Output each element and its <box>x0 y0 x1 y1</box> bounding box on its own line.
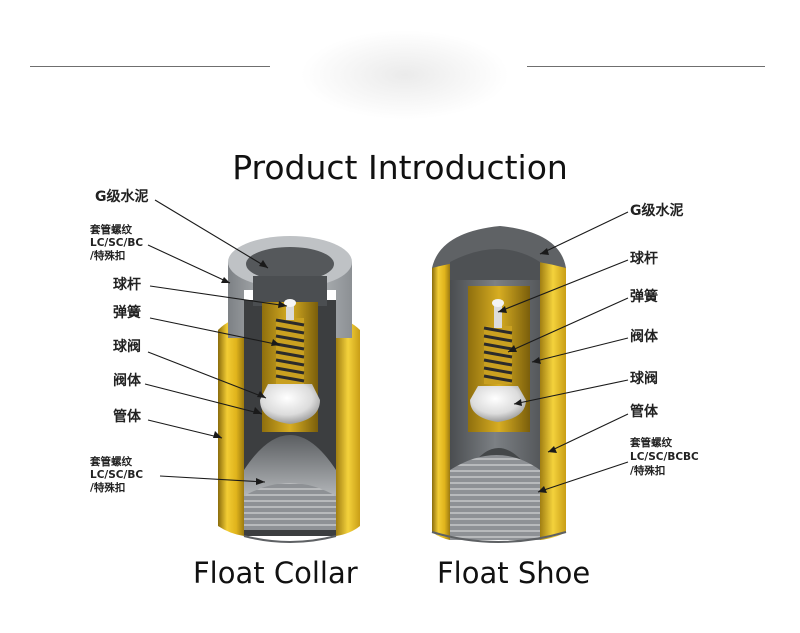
collar-label-spring: 弹簧 <box>113 305 141 321</box>
shoe-leader-arrows <box>498 248 557 493</box>
shoe-tube-right <box>540 256 566 540</box>
collar-leader-arrows <box>213 260 287 485</box>
collar-ball-rod <box>286 304 294 320</box>
shoe-label-thread-3: /特殊扣 <box>630 465 666 477</box>
collar-cone <box>244 435 336 500</box>
faded-logo-area <box>300 30 510 120</box>
collar-ball-valve <box>260 384 320 424</box>
shoe-label-tube-body: 管体 <box>630 404 658 420</box>
collar-tube-left <box>218 318 244 536</box>
shoe-label-thread-2: LC/SC/BCBC <box>630 451 699 463</box>
collar-label-cement: G级水泥 <box>95 189 149 205</box>
shoe-label-thread-1: 套管螺纹 <box>630 437 672 449</box>
shoe-bottom-thread <box>450 455 540 540</box>
shoe-ball-valve <box>470 386 526 422</box>
collar-spring <box>275 318 305 384</box>
page-title: Product Introduction <box>232 148 568 187</box>
shoe-label-cement: G级水泥 <box>630 203 684 219</box>
shoe-label-ball-valve: 球阀 <box>630 371 658 387</box>
float-shoe-caption: Float Shoe <box>437 556 591 590</box>
float-collar-drawing <box>218 236 360 543</box>
shoe-label-spring: 弹簧 <box>630 289 658 305</box>
collar-label-thread-bottom-2: LC/SC/BC <box>90 469 144 481</box>
collar-label-thread-top-1: 套管螺纹 <box>90 224 132 236</box>
collar-label-thread-bottom-1: 套管螺纹 <box>90 456 132 468</box>
float-shoe-drawing <box>431 226 567 543</box>
header-rule-left <box>30 66 270 67</box>
collar-bottom-thread <box>244 483 336 530</box>
collar-label-thread-bottom-3: /特殊扣 <box>90 482 126 494</box>
shoe-ball-rod <box>494 304 502 328</box>
collar-tube-right <box>336 318 360 536</box>
collar-label-ball-rod: 球杆 <box>113 277 141 293</box>
shoe-spring <box>483 326 513 384</box>
shoe-label-ball-rod: 球杆 <box>630 251 658 267</box>
collar-label-ball-valve: 球阀 <box>113 339 141 355</box>
collar-leader-lines <box>144 199 288 483</box>
shoe-leader-lines <box>497 211 629 493</box>
collar-cement-top <box>246 247 334 281</box>
collar-label-thread-top-2: LC/SC/BC <box>90 237 144 249</box>
shoe-tube-left <box>432 256 450 540</box>
header-rule-right <box>527 66 765 67</box>
float-collar-caption: Float Collar <box>193 556 358 590</box>
collar-label-thread-top-3: /特殊扣 <box>90 250 126 262</box>
shoe-label-valve-body: 阀体 <box>630 329 658 345</box>
collar-label-tube-body: 管体 <box>113 409 141 425</box>
collar-label-valve-body: 阀体 <box>113 373 141 389</box>
